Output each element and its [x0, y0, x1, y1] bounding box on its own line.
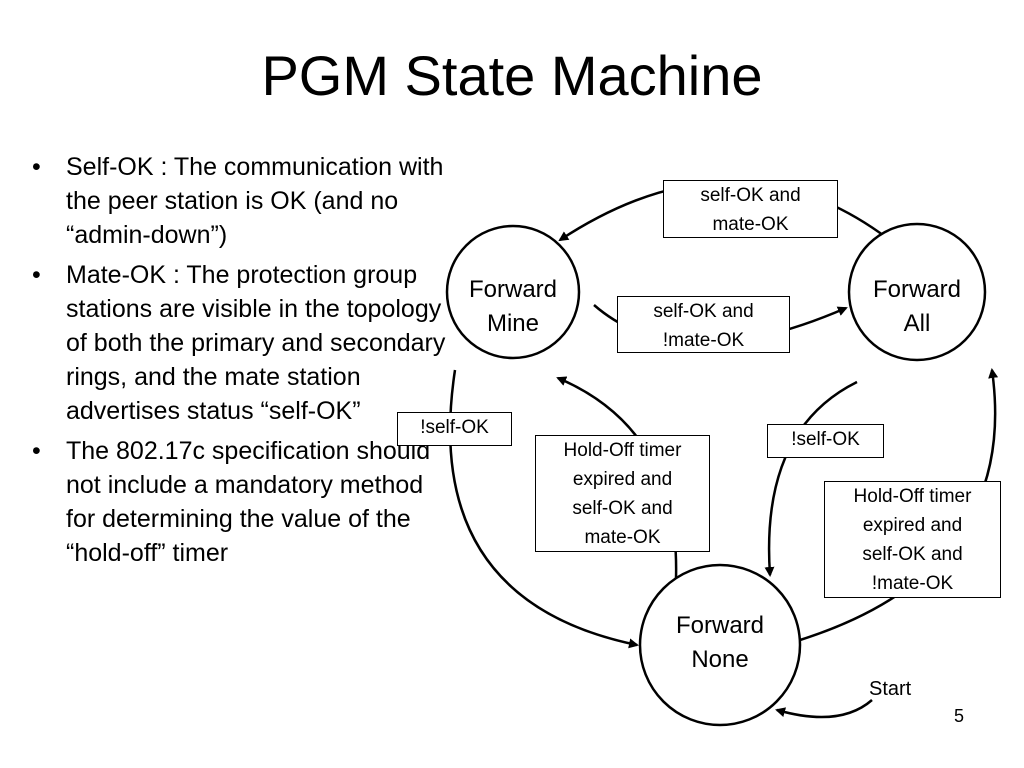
label-line: Hold-Off timer — [563, 440, 682, 461]
label-line: self-OK and — [653, 301, 754, 322]
label-line: !mate-OK — [871, 573, 954, 594]
transition-label-holdoff-right: Hold-Off timer expired and self-OK and !… — [824, 481, 1001, 598]
state-label-line: Mine — [486, 310, 540, 337]
bullet-icon: • — [32, 437, 41, 465]
transition-label-right: !self-OK — [767, 424, 884, 458]
bullet-icon: • — [32, 261, 41, 289]
state-label-line: Forward — [675, 612, 765, 639]
state-forward-all — [847, 222, 987, 362]
bullet-item: • Self-OK : The communication with the pe… — [28, 150, 448, 252]
transition-label-top: self-OK and mate-OK — [663, 180, 838, 238]
page-number: 5 — [953, 706, 964, 726]
state-label-mine: Forward Mine — [453, 273, 573, 341]
label-line: self-OK and — [572, 498, 673, 519]
state-forward-none — [638, 563, 802, 727]
state-label-line: Forward — [872, 276, 962, 303]
label-line: expired and — [572, 469, 673, 490]
state-label-line: Forward — [468, 276, 558, 303]
bullet-text: The 802.17c specification should not inc… — [66, 437, 431, 567]
bullet-item: • The 802.17c specification should not in… — [28, 434, 448, 570]
label-line: expired and — [862, 515, 963, 536]
label-line: mate-OK — [584, 527, 661, 548]
label-line: Hold-Off timer — [853, 486, 972, 507]
label-line: !mate-OK — [662, 330, 745, 351]
slide-title: PGM State Machine — [261, 44, 763, 107]
bullet-item: • Mate-OK : The protection group stations… — [28, 258, 448, 428]
state-label-all: Forward All — [857, 273, 977, 341]
label-line: mate-OK — [712, 214, 789, 235]
transition-label-holdoff-left: Hold-Off timer expired and self-OK and m… — [535, 435, 710, 552]
state-forward-mine — [445, 224, 581, 360]
transition-label-left: !self-OK — [397, 412, 512, 446]
label-line: self-OK and — [700, 185, 801, 206]
state-label-line: None — [691, 646, 749, 673]
bullet-icon: • — [32, 153, 41, 181]
bullet-text: Mate-OK : The protection group stations … — [66, 261, 446, 425]
label-line: !self-OK — [791, 429, 860, 450]
state-label-line: All — [903, 310, 931, 337]
transition-label-mid: self-OK and !mate-OK — [617, 296, 790, 353]
start-label: Start — [869, 678, 912, 700]
start-arrow — [775, 699, 873, 719]
label-line: self-OK and — [862, 544, 963, 565]
state-label-none: Forward None — [660, 609, 780, 677]
bullet-text: Self-OK : The communication with the pee… — [66, 153, 444, 249]
bullet-list: • Self-OK : The communication with the pe… — [28, 150, 448, 576]
label-line: !self-OK — [420, 417, 489, 438]
